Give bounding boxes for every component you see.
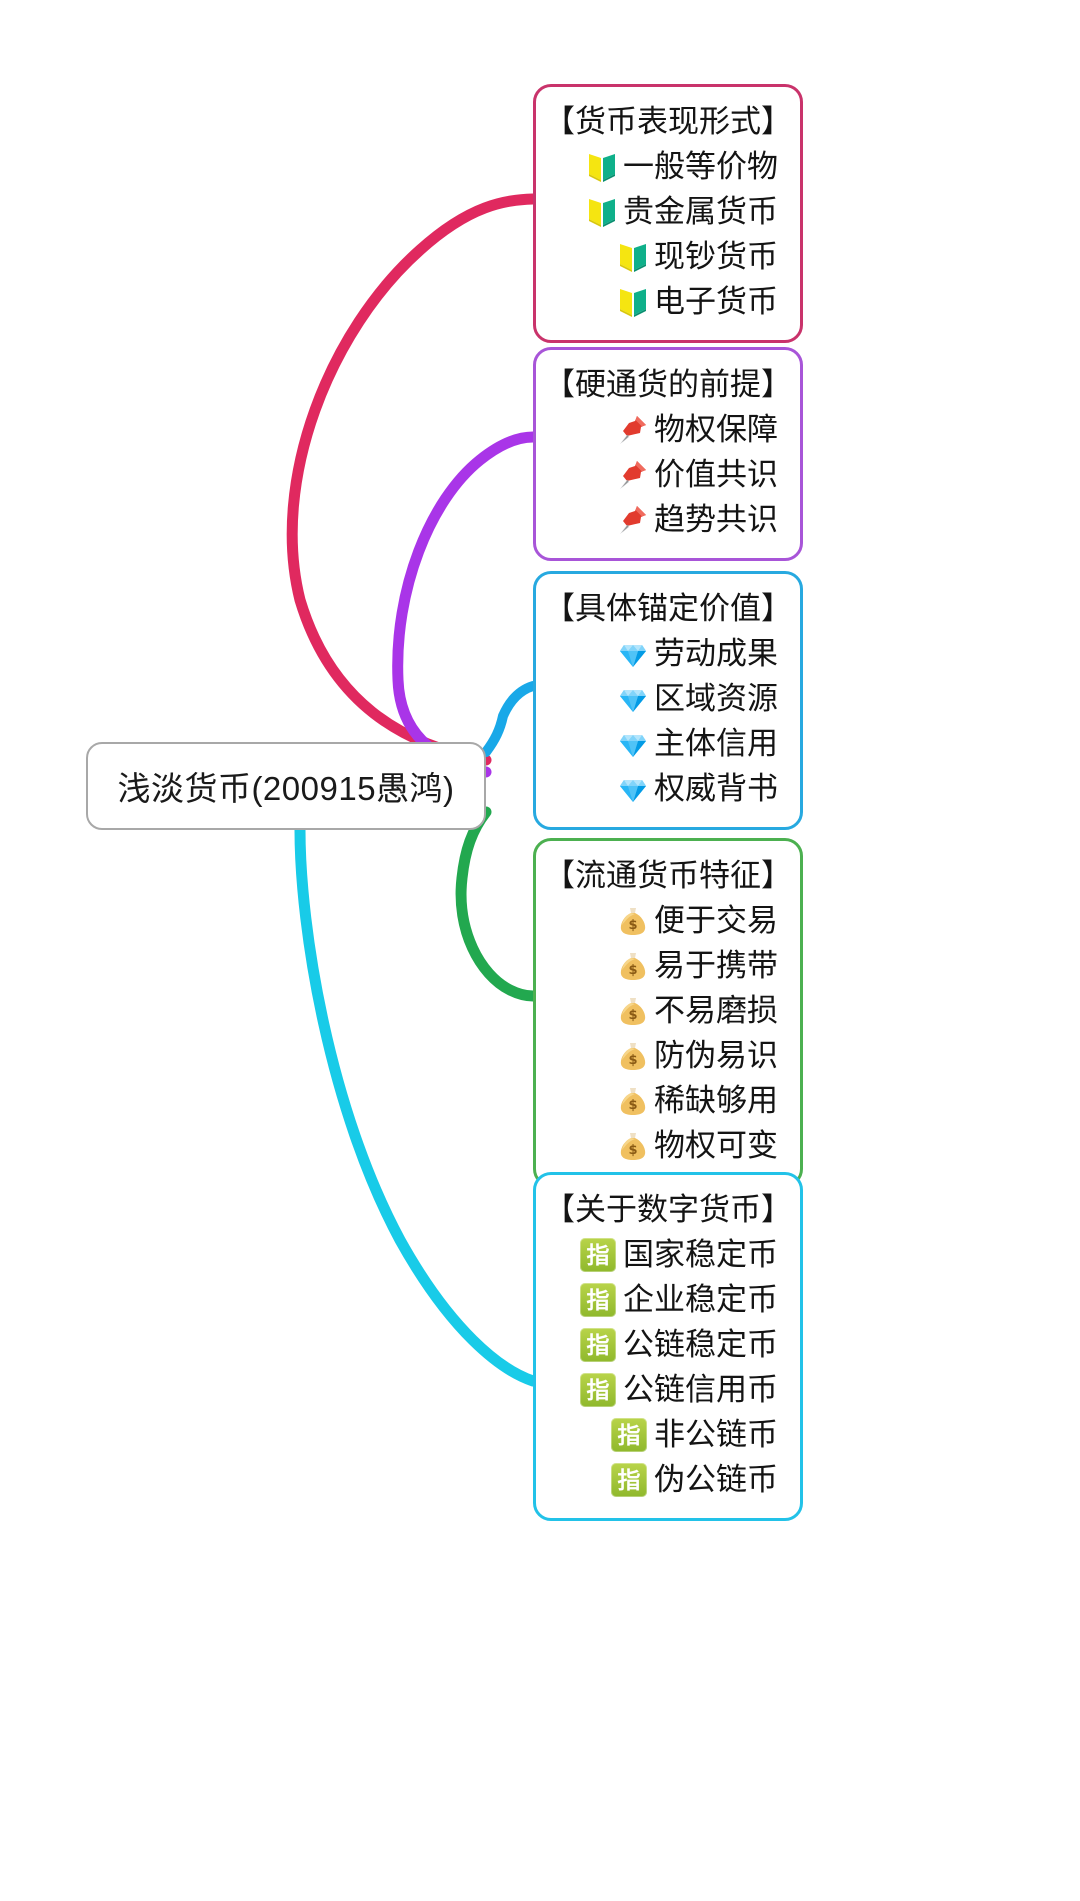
branch-title: 【硬通货的前提】 xyxy=(544,367,792,402)
reserved-button-icon: 指 xyxy=(611,1462,647,1497)
diamond-icon xyxy=(617,682,649,716)
moneybag-icon: $ xyxy=(617,949,649,983)
branch-title: 【关于数字货币】 xyxy=(544,1192,792,1227)
list-item[interactable]: 一般等价物 xyxy=(586,144,778,189)
reserved-button-icon: 指 xyxy=(580,1282,616,1317)
list-item-label: 易于携带 xyxy=(654,948,778,983)
list-item-label: 企业稳定币 xyxy=(623,1282,778,1317)
beginner-icon xyxy=(586,195,618,229)
pushpin-icon xyxy=(617,413,649,447)
branch-node-currency-forms[interactable]: 【货币表现形式】 一般等价物 贵金属货币 现钞货币 xyxy=(533,84,803,343)
svg-text:$: $ xyxy=(628,1143,637,1158)
branch-title: 【货币表现形式】 xyxy=(544,104,792,139)
beginner-icon xyxy=(617,285,649,319)
list-item-label: 现钞货币 xyxy=(654,239,778,274)
list-item-label: 便于交易 xyxy=(654,903,778,938)
list-item[interactable]: 主体信用 xyxy=(617,721,778,766)
branch-item-list: 劳动成果 区域资源 主体信用 权威背书 xyxy=(558,631,778,811)
svg-text:$: $ xyxy=(628,918,637,933)
svg-text:$: $ xyxy=(628,1053,637,1068)
list-item[interactable]: $ 易于携带 xyxy=(617,943,778,988)
list-item[interactable]: 指 公链信用币 xyxy=(580,1367,778,1412)
list-item-label: 主体信用 xyxy=(654,726,778,761)
root-node[interactable]: 浅淡货币(200915愚鸿) xyxy=(86,742,486,830)
list-item-label: 物权可变 xyxy=(654,1128,778,1163)
edge-to-branch-3 xyxy=(481,681,538,757)
reserved-button-icon: 指 xyxy=(580,1372,616,1407)
list-item-label: 伪公链币 xyxy=(654,1462,778,1497)
list-item[interactable]: 区域资源 xyxy=(617,676,778,721)
moneybag-icon: $ xyxy=(617,1039,649,1073)
branch-item-list: 一般等价物 贵金属货币 现钞货币 电子货币 xyxy=(558,144,778,324)
svg-text:$: $ xyxy=(628,1098,637,1113)
list-item[interactable]: 权威背书 xyxy=(617,766,778,811)
list-item-label: 公链稳定币 xyxy=(623,1327,778,1362)
list-item[interactable]: 指 公链稳定币 xyxy=(580,1322,778,1367)
list-item[interactable]: $ 稀缺够用 xyxy=(617,1078,778,1123)
list-item[interactable]: $ 不易磨损 xyxy=(617,988,778,1033)
list-item-label: 劳动成果 xyxy=(654,636,778,671)
branch-node-hard-currency-premise[interactable]: 【硬通货的前提】 物权保障 价值共识 趋势共识 xyxy=(533,347,803,561)
list-item[interactable]: 电子货币 xyxy=(617,279,778,324)
list-item[interactable]: 贵金属货币 xyxy=(586,189,778,234)
list-item-label: 一般等价物 xyxy=(623,149,778,184)
list-item[interactable]: 价值共识 xyxy=(617,452,778,497)
list-item-label: 稀缺够用 xyxy=(654,1083,778,1118)
list-item-label: 权威背书 xyxy=(654,771,778,806)
moneybag-icon: $ xyxy=(617,1129,649,1163)
root-node-label: 浅淡货币(200915愚鸿) xyxy=(117,770,455,807)
list-item-label: 区域资源 xyxy=(654,681,778,716)
branch-title: 【流通货币特征】 xyxy=(544,858,792,893)
branch-item-list: 物权保障 价值共识 趋势共识 xyxy=(558,407,778,542)
branch-node-circulation-traits[interactable]: 【流通货币特征】 $ 便于交易 $ 易于携带 $ 不易磨损 xyxy=(533,838,803,1187)
beginner-icon xyxy=(586,150,618,184)
edge-to-branch-5 xyxy=(294,824,539,1387)
svg-text:$: $ xyxy=(628,1008,637,1023)
list-item-label: 公链信用币 xyxy=(623,1372,778,1407)
branch-item-list: 指 国家稳定币 指 企业稳定币 指 公链稳定币 指 公链信用币 指 非公链币 指… xyxy=(558,1232,778,1502)
list-item[interactable]: 物权保障 xyxy=(617,407,778,452)
list-item[interactable]: $ 便于交易 xyxy=(617,898,778,943)
list-item[interactable]: 劳动成果 xyxy=(617,631,778,676)
moneybag-icon: $ xyxy=(617,904,649,938)
reserved-button-icon: 指 xyxy=(580,1327,616,1362)
list-item[interactable]: 指 国家稳定币 xyxy=(580,1232,778,1277)
branch-node-anchor-value[interactable]: 【具体锚定价值】 劳动成果 区域资源 主体信用 xyxy=(533,571,803,830)
list-item[interactable]: $ 防伪易识 xyxy=(617,1033,778,1078)
reserved-button-icon: 指 xyxy=(611,1417,647,1452)
diamond-icon xyxy=(617,772,649,806)
branch-item-list: $ 便于交易 $ 易于携带 $ 不易磨损 $ 防伪易识 xyxy=(558,898,778,1168)
edge-to-branch-1 xyxy=(286,193,539,766)
edge-to-branch-4 xyxy=(455,806,539,1002)
beginner-icon xyxy=(617,240,649,274)
branch-node-digital-currency[interactable]: 【关于数字货币】 指 国家稳定币 指 企业稳定币 指 公链稳定币 指 公链信用币… xyxy=(533,1172,803,1521)
list-item-label: 物权保障 xyxy=(654,412,778,447)
diamond-icon xyxy=(617,727,649,761)
list-item[interactable]: 指 伪公链币 xyxy=(611,1457,778,1502)
list-item-label: 电子货币 xyxy=(654,284,778,319)
edge-to-branch-2 xyxy=(392,431,539,778)
list-item-label: 趋势共识 xyxy=(654,502,778,537)
list-item-label: 贵金属货币 xyxy=(623,194,778,229)
list-item-label: 不易磨损 xyxy=(654,993,778,1028)
list-item[interactable]: $ 物权可变 xyxy=(617,1123,778,1168)
moneybag-icon: $ xyxy=(617,994,649,1028)
list-item[interactable]: 现钞货币 xyxy=(617,234,778,279)
pushpin-icon xyxy=(617,458,649,492)
moneybag-icon: $ xyxy=(617,1084,649,1118)
svg-text:$: $ xyxy=(628,963,637,978)
branch-title: 【具体锚定价值】 xyxy=(544,591,792,626)
list-item-label: 国家稳定币 xyxy=(623,1237,778,1272)
list-item[interactable]: 趋势共识 xyxy=(617,497,778,542)
pushpin-icon xyxy=(617,503,649,537)
list-item-label: 防伪易识 xyxy=(654,1038,778,1073)
list-item-label: 非公链币 xyxy=(654,1417,778,1452)
list-item[interactable]: 指 非公链币 xyxy=(611,1412,778,1457)
diamond-icon xyxy=(617,637,649,671)
reserved-button-icon: 指 xyxy=(580,1237,616,1272)
list-item[interactable]: 指 企业稳定币 xyxy=(580,1277,778,1322)
list-item-label: 价值共识 xyxy=(654,457,778,492)
